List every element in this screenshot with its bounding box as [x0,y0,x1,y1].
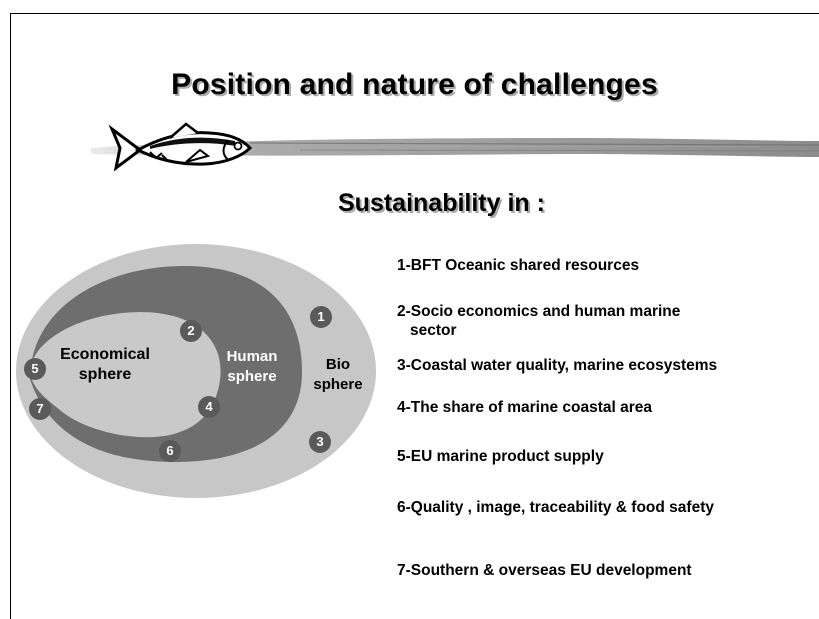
economical-sphere-area [30,312,221,438]
sphere-diagram [16,244,376,498]
subtitle: Sustainability in : [338,189,545,217]
challenge-item-6: 6-Quality , image, traceability & food s… [397,499,714,516]
badge-1: 1 [317,309,325,324]
brush-stroke-divider [90,138,819,157]
slide-frame-top [10,13,819,14]
slide-frame-left [10,13,11,619]
challenge-item-2: 2-Socio economics and human marine [397,303,681,320]
bio-sphere-label: Bio sphere [313,356,363,393]
challenge-item-1: 1-BFT Oceanic shared resources [397,257,640,274]
badge-5: 5 [31,361,39,376]
badge-2: 2 [187,323,195,338]
challenge-item-4: 4-The share of marine coastal area [397,399,653,416]
challenge-item-3: 3-Coastal water quality, marine ecosyste… [397,357,718,374]
slide-title: Position and nature of challenges [171,68,658,101]
economical-sphere-label: Economical sphere [60,346,150,383]
challenge-item-2-cont: sector [410,322,457,339]
challenge-item-7: 7-Southern & overseas EU development [397,562,692,579]
badge-4: 4 [205,399,213,414]
badge-7: 7 [36,401,44,416]
badge-3: 3 [316,434,324,449]
badge-6: 6 [166,443,174,458]
human-sphere-label: Human sphere [226,348,278,385]
challenge-item-5: 5-EU marine product supply [397,448,604,465]
tuna-fish-icon [108,122,253,172]
